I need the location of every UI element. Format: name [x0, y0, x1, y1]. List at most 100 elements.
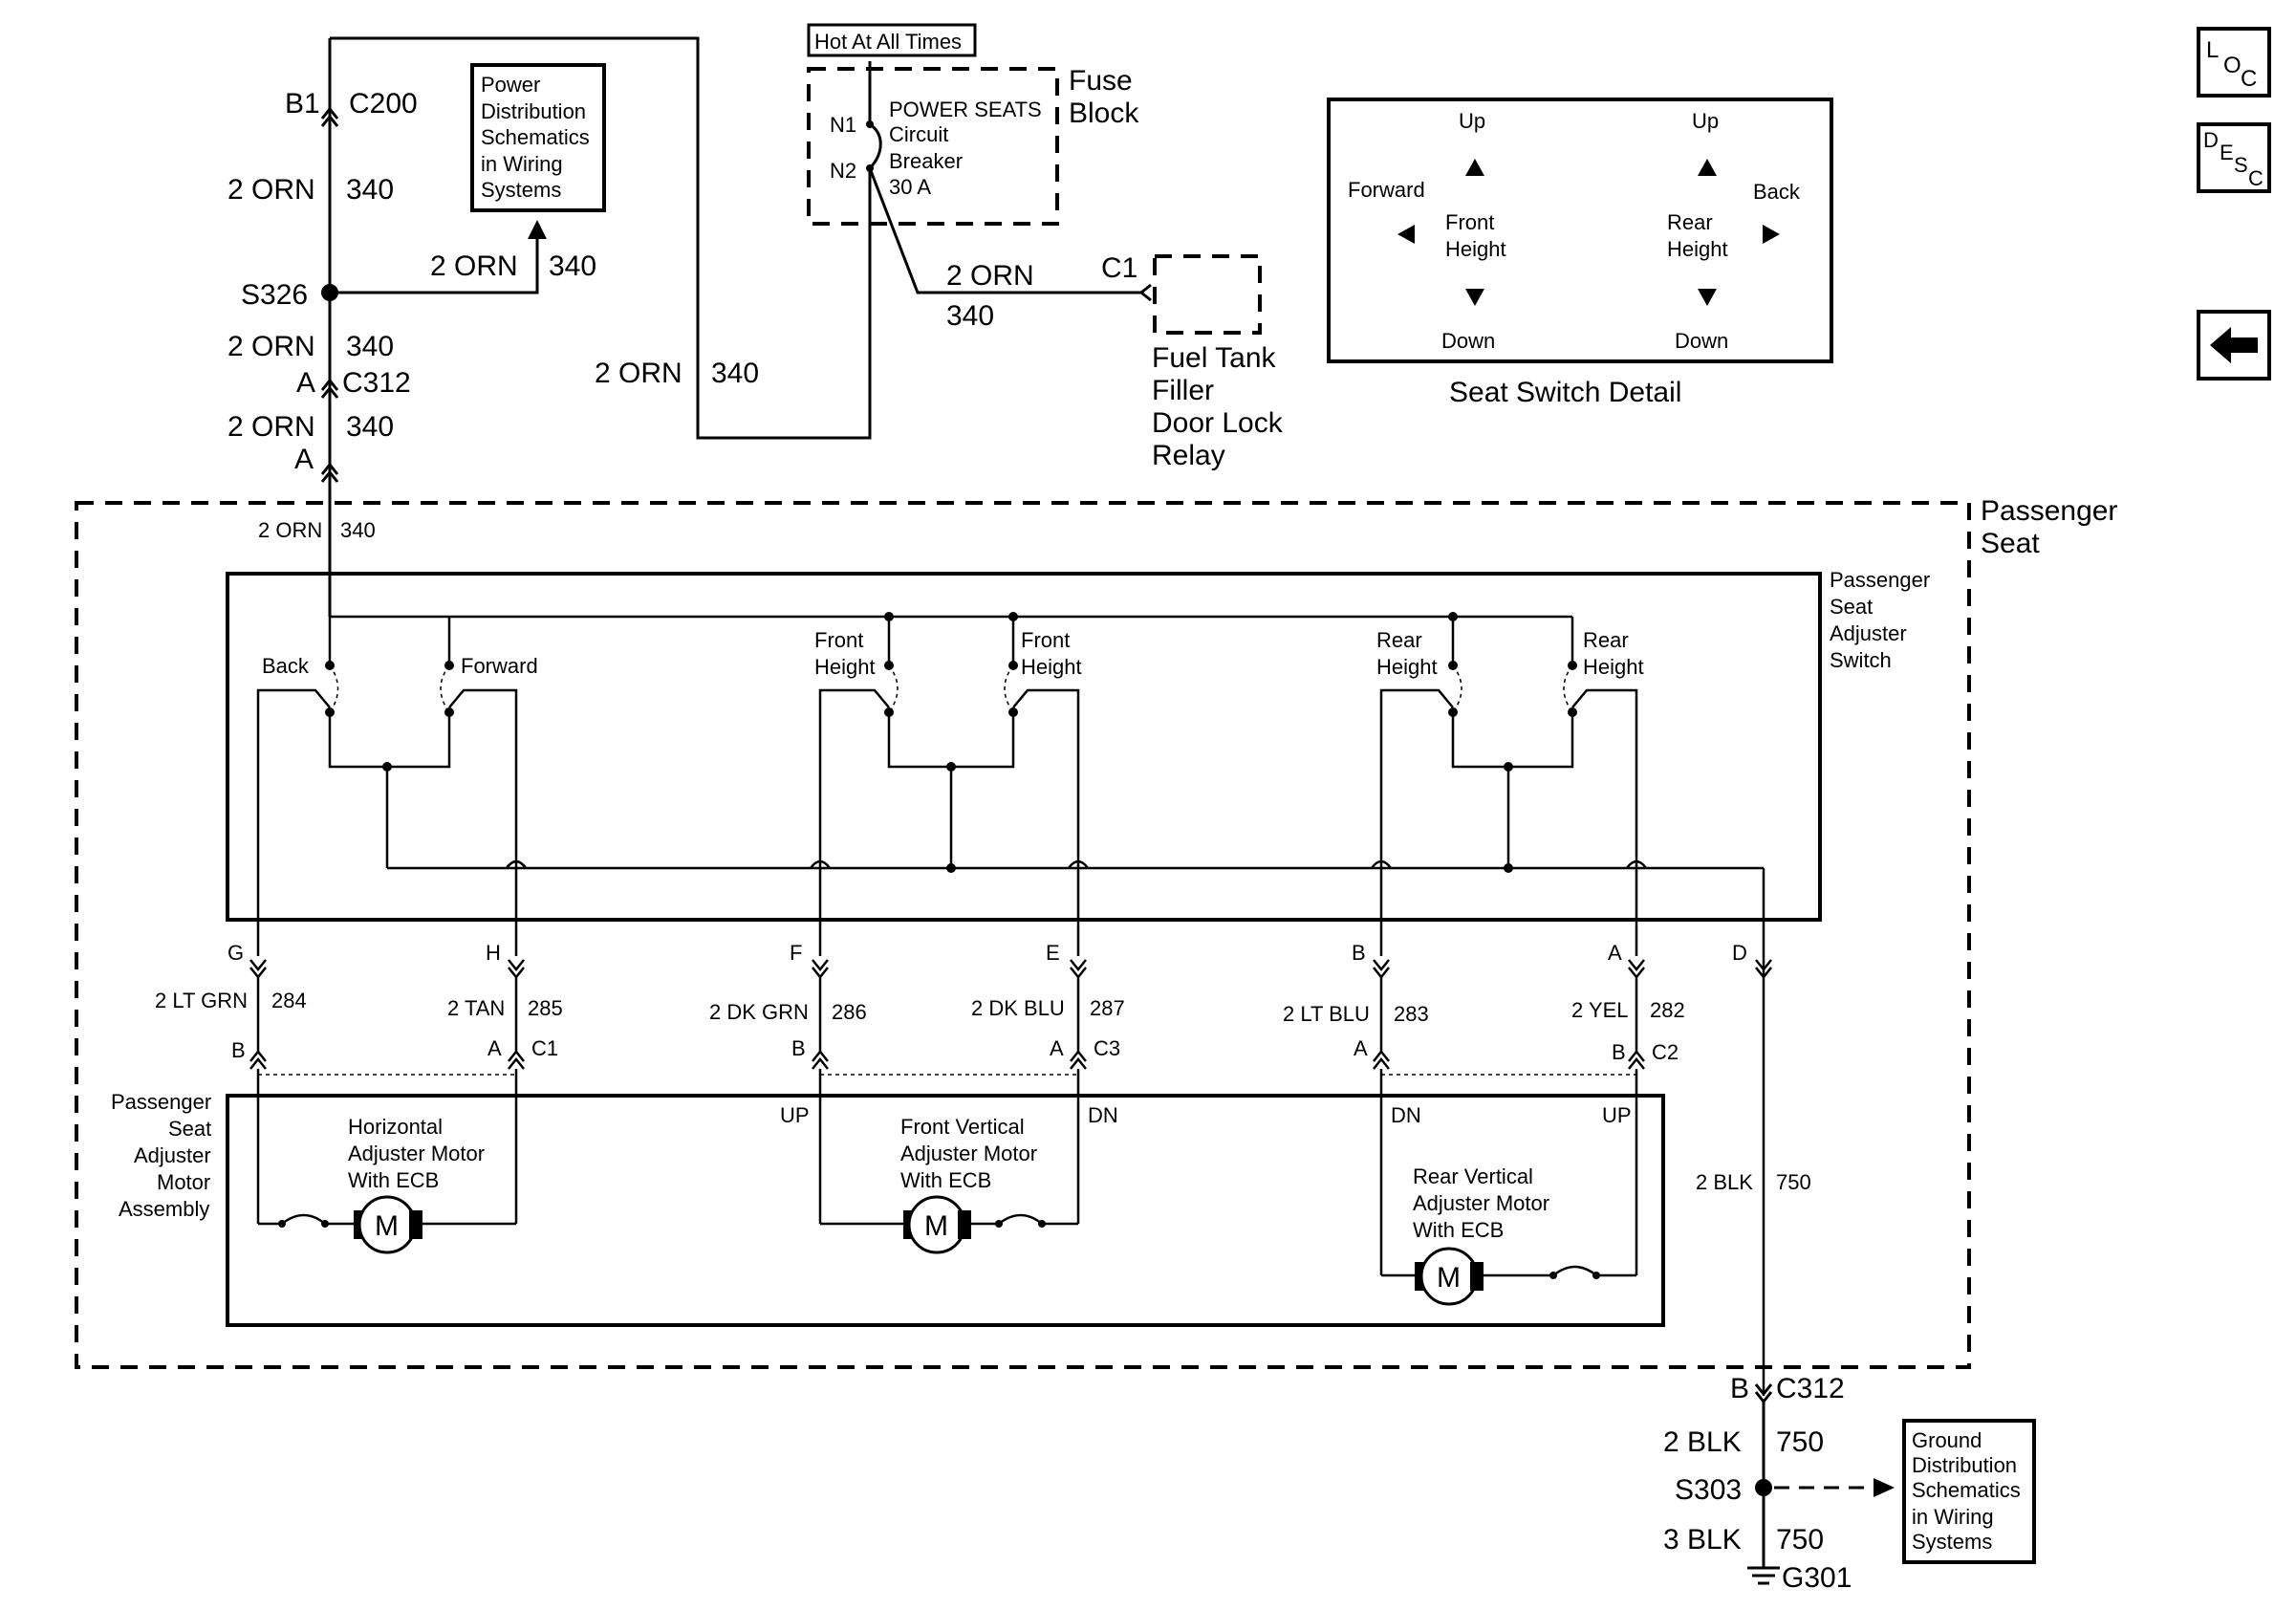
rear-vertical-adjuster-motor: M	[1379, 1069, 1638, 1306]
terminal-dn: DN	[1088, 1103, 1118, 1127]
arrow-up-icon	[1698, 159, 1717, 176]
connector-pin-b: B	[1730, 1373, 1749, 1404]
arrow-down-icon	[1465, 289, 1484, 306]
splice-s326: S326	[241, 279, 308, 311]
svg-text:in Wiring: in Wiring	[481, 152, 563, 176]
connector-c1: C1	[1101, 252, 1137, 284]
svg-text:Front: Front	[1021, 628, 1070, 652]
svg-text:With ECB: With ECB	[1413, 1218, 1504, 1242]
pin-a: A	[487, 1036, 502, 1060]
svg-text:30 A: 30 A	[889, 175, 931, 199]
arrow-down-icon	[1698, 289, 1717, 306]
svg-text:Back: Back	[1753, 180, 1801, 204]
svg-text:Rear: Rear	[1376, 628, 1422, 652]
wire-gauge-label: 2 ORN	[946, 260, 1034, 292]
connector-c200: C200	[349, 88, 418, 120]
left-arrow-icon	[2210, 327, 2258, 363]
connector-c312: C312	[342, 367, 411, 399]
svg-text:Distribution: Distribution	[481, 99, 586, 123]
svg-text:Height: Height	[814, 655, 876, 679]
switch-wiring	[256, 612, 1765, 1396]
svg-text:POWER SEATS: POWER SEATS	[889, 98, 1042, 121]
connector-pin-a: A	[294, 444, 314, 475]
svg-text:Adjuster Motor: Adjuster Motor	[1413, 1191, 1549, 1215]
svg-text:Up: Up	[1692, 109, 1719, 133]
wire-gauge-label: 2 DK BLU	[971, 996, 1065, 1020]
terminal-n1: N1	[830, 113, 856, 137]
svg-text:Fuel Tank: Fuel Tank	[1152, 342, 1277, 374]
horizontal-adjuster-motor: M	[256, 1069, 518, 1254]
svg-text:Front: Front	[814, 628, 863, 652]
wire-number-label: 340	[711, 358, 759, 389]
splice-s303: S303	[1675, 1474, 1742, 1506]
pin-a: A	[1050, 1036, 1064, 1060]
wire-gauge-label: 2 LT GRN	[155, 989, 248, 1012]
desc-letter-e: E	[2220, 141, 2234, 164]
svg-text:M: M	[375, 1210, 399, 1242]
wire-number-label: 750	[1776, 1524, 1824, 1556]
back-arrow-button[interactable]	[2197, 310, 2271, 381]
svg-text:Rear Vertical: Rear Vertical	[1413, 1164, 1533, 1188]
svg-text:Systems: Systems	[481, 178, 561, 202]
wire-gauge-label: 2 ORN	[227, 411, 315, 443]
wire-gauge-label: 2 ORN	[227, 331, 315, 362]
svg-text:Down: Down	[1441, 329, 1495, 353]
svg-text:Passenger: Passenger	[1830, 568, 1930, 592]
svg-text:Height: Height	[1021, 655, 1082, 679]
wire-number-label: 286	[832, 1000, 867, 1024]
svg-text:M: M	[924, 1210, 948, 1242]
svg-text:in Wiring: in Wiring	[1912, 1505, 1994, 1529]
wire-gauge-label: 2 DK GRN	[709, 1000, 809, 1024]
passenger-seat-adjuster-switch	[226, 572, 1822, 922]
passenger-seat-adjuster-motor-assembly	[226, 1094, 1665, 1327]
arrow-right-icon	[1874, 1478, 1895, 1497]
svg-text:Filler: Filler	[1152, 375, 1214, 406]
svg-text:Adjuster: Adjuster	[1830, 621, 1907, 645]
svg-text:Adjuster Motor: Adjuster Motor	[348, 1142, 485, 1165]
wire-number-label: 750	[1776, 1170, 1811, 1194]
desc-letter-c: C	[2248, 166, 2264, 190]
svg-text:Assembly: Assembly	[119, 1197, 209, 1221]
desc-button[interactable]: D E S C	[2197, 122, 2271, 193]
wire-number-label: 285	[528, 996, 563, 1020]
switch-output-connectors	[249, 959, 1772, 1076]
loc-letter-o: O	[2223, 53, 2242, 78]
svg-text:Seat: Seat	[168, 1117, 211, 1141]
svg-text:Power: Power	[481, 73, 540, 97]
wire-gauge-label: 2 YEL	[1571, 998, 1629, 1022]
ground-distribution-reference[interactable]: Ground Distribution Schematics in Wiring…	[1902, 1419, 2036, 1564]
svg-text:Down: Down	[1675, 329, 1728, 353]
arrow-left-icon	[1397, 225, 1415, 244]
svg-text:Block: Block	[1069, 98, 1139, 129]
terminal-dn: DN	[1391, 1103, 1421, 1127]
svg-text:Systems: Systems	[1912, 1530, 1992, 1554]
arrow-right-icon	[1763, 225, 1780, 244]
fuel-tank-door-lock-relay: Fuel Tank Filler Door Lock Relay	[1152, 254, 1284, 471]
hot-at-all-times-label: Hot At All Times	[814, 30, 962, 54]
svg-text:Adjuster: Adjuster	[134, 1143, 211, 1167]
svg-text:Height: Height	[1376, 655, 1438, 679]
loc-button[interactable]: L O C	[2197, 27, 2271, 98]
pin-d: D	[1732, 941, 1747, 965]
pin-f: F	[790, 941, 802, 965]
svg-text:Front: Front	[1445, 210, 1494, 234]
power-distribution-reference[interactable]: Power Distribution Schematics in Wiring …	[470, 63, 606, 212]
arrow-up-icon	[528, 220, 547, 239]
ground-g301: G301	[1782, 1562, 1852, 1594]
wire-number-label: 340	[549, 250, 596, 282]
ground-circuit	[1747, 1383, 1895, 1585]
wire-gauge-label: 2 BLK	[1663, 1426, 1742, 1458]
svg-text:Horizontal: Horizontal	[348, 1115, 443, 1139]
svg-text:Door Lock: Door Lock	[1152, 407, 1284, 439]
svg-text:Circuit: Circuit	[889, 122, 948, 146]
seat-switch-detail-caption: Seat Switch Detail	[1449, 377, 1681, 408]
terminal-n2: N2	[830, 159, 856, 183]
svg-text:Front Vertical: Front Vertical	[900, 1115, 1025, 1139]
splice-dot	[1755, 1479, 1772, 1496]
pin-b: B	[1612, 1040, 1626, 1064]
svg-text:Distribution: Distribution	[1912, 1453, 2017, 1477]
main-feed-wire	[320, 36, 872, 617]
terminal-up: UP	[1602, 1103, 1632, 1127]
pin-e: E	[1046, 941, 1060, 965]
